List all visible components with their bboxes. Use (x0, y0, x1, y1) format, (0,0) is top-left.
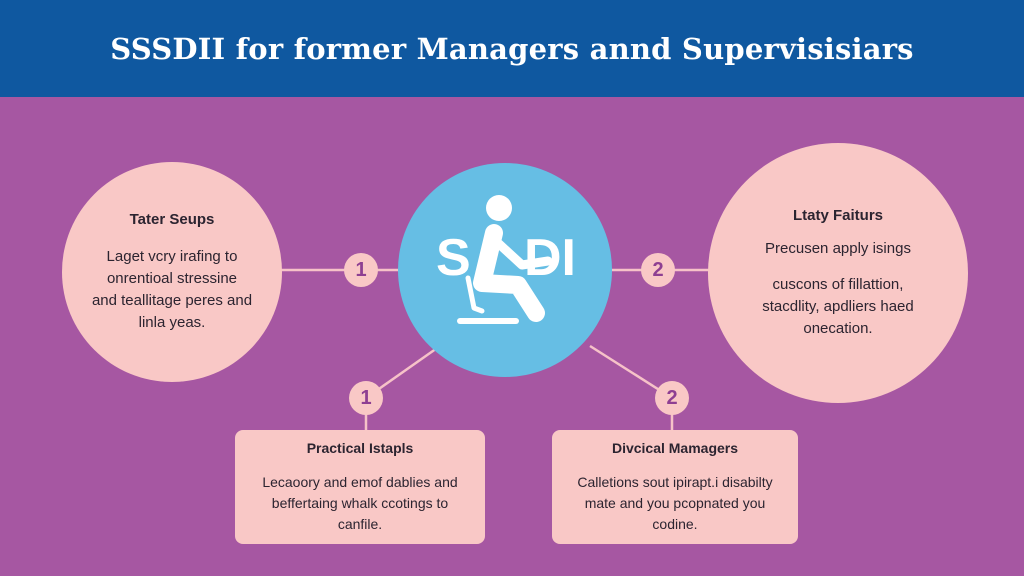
left-info-circle: Tater Seups Laget vcry irafing to onrent… (62, 162, 282, 382)
ssdi-center-circle: S DI (398, 163, 612, 377)
step-badge-bottom-left: 1 (349, 381, 383, 415)
left-circle-line: linla yeas. (138, 313, 206, 331)
step-badge-bottom-right: 2 (655, 381, 689, 415)
right-circle-lead: Precusen apply isings (765, 239, 911, 257)
ssdi-logo-s: S (436, 229, 471, 287)
step-badge-left: 1 (344, 253, 378, 287)
right-circle-line: cuscons of fillattion, (772, 275, 904, 293)
right-circle-line: onecation. (803, 319, 873, 337)
header-banner: SSSDII for former Managers annd Supervis… (0, 0, 1024, 97)
box-right-line: Calletions sout ipirapt.i disabilty (577, 473, 773, 490)
page-title: SSSDII for former Managers annd Supervis… (110, 31, 914, 66)
box-right-line: mate and you pcopnated you (584, 494, 766, 511)
left-circle-line: onrentioal stressine (106, 269, 238, 287)
box-left-line: beffertaing whalk ccotings to (271, 494, 449, 511)
person-seated-icon: S DI (436, 195, 576, 324)
box-right-line: codine. (652, 515, 698, 532)
box-left-line: Lecaoory and emof dablies and (262, 473, 458, 490)
box-left-line: canfile. (337, 515, 383, 532)
practical-box: Practical Istapls Lecaoory and emof dabl… (235, 430, 485, 544)
left-circle-title: Tater Seups (129, 210, 215, 228)
box-left-title: Practical Istapls (306, 439, 414, 456)
right-info-circle: Ltaty Faiturs Precusen apply isings cusc… (708, 143, 968, 403)
right-circle-line: stacdlity, apdliers haed (762, 297, 914, 315)
step-badge-right: 2 (641, 253, 675, 287)
box-right-title: Divcical Mamagers (611, 439, 739, 456)
right-circle-title: Ltaty Faiturs (792, 206, 883, 224)
managers-box: Divcical Mamagers Calletions sout ipirap… (552, 430, 798, 544)
left-circle-line: Laget vcry irafing to (106, 247, 238, 265)
left-circle-line: and teallitage peres and (91, 291, 253, 309)
